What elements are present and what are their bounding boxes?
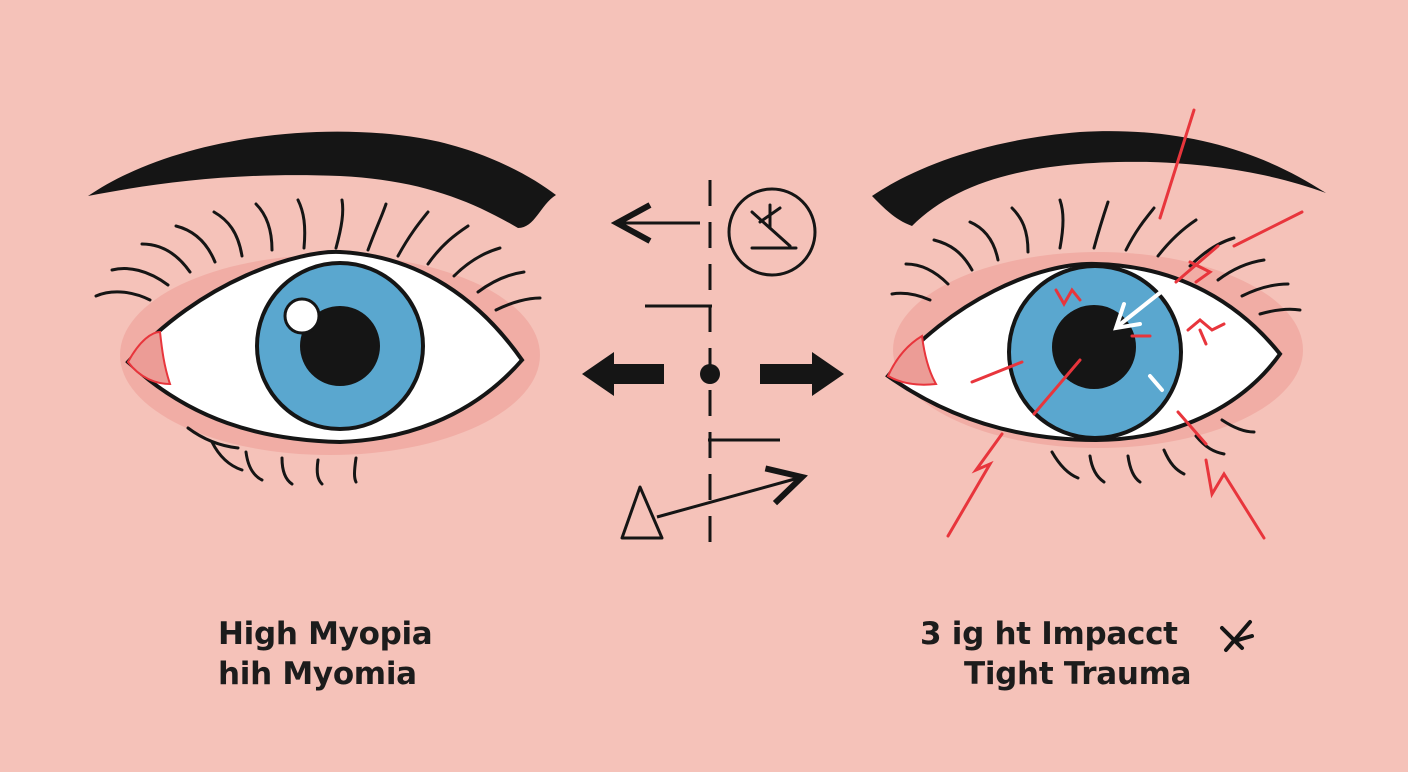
right-upper-lashes (890, 198, 1302, 316)
left-tear-duct (126, 330, 172, 386)
right-caption-line2: Tight Trauma (964, 656, 1192, 692)
left-caption-line1: High Myopia (218, 616, 433, 652)
center-dot (700, 364, 720, 384)
left-caption-line2: hih Myomia (218, 656, 417, 692)
injured-eye-icon (872, 108, 1326, 540)
right-tear-duct (886, 334, 938, 386)
left-pupil (300, 306, 380, 386)
left-eyebrow (88, 131, 556, 228)
left-upper-lashes (94, 198, 542, 312)
right-caption: 3 ig ht Impacct Tight Trauma (920, 614, 1192, 694)
left-lower-lashes (186, 426, 358, 486)
damage-lines (946, 108, 1304, 540)
right-lower-lashes (1050, 418, 1256, 484)
left-eye-icon (88, 131, 556, 486)
no-sun-icon (727, 187, 817, 277)
left-caption: High Myopia hih Myomia (218, 614, 433, 694)
triangle-icon (620, 485, 664, 540)
bold-left-arrow (582, 352, 664, 396)
impact-arrow (1113, 286, 1168, 392)
diagonal-arrow (656, 477, 802, 519)
cross-mark-icon (1220, 620, 1254, 652)
center-divider (617, 180, 802, 545)
bold-right-arrow (760, 352, 844, 396)
right-eyebrow (872, 131, 1326, 226)
right-caption-line1: 3 ig ht Impacct (920, 616, 1178, 652)
left-highlight (283, 297, 321, 335)
